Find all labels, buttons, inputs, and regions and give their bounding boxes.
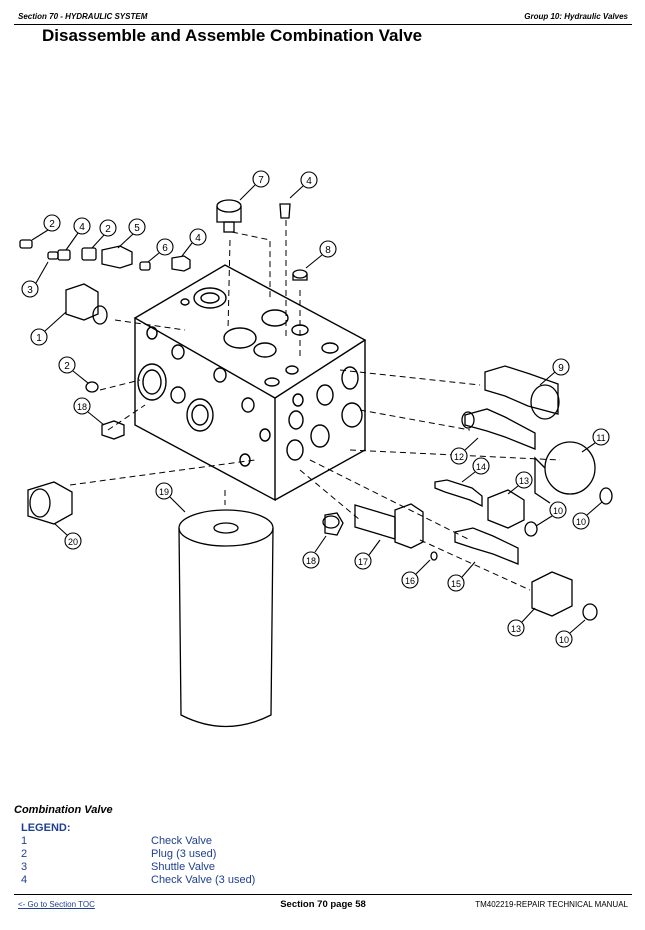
callout-2b: 2 (91, 219, 117, 249)
callout-15: 15 (447, 561, 476, 592)
callout-10b: 10 (572, 501, 603, 530)
callout-4b-label: 4 (79, 222, 85, 233)
callout-3: 3 (21, 261, 49, 298)
callout-1: 1 (30, 311, 67, 346)
legend-item: 4 Check Valve (3 used) (21, 874, 361, 887)
callout-10b-label: 10 (576, 517, 586, 527)
callout-1-label: 1 (36, 333, 42, 344)
section-toc-link[interactable]: <- Go to Section TOC (18, 900, 95, 909)
exploded-valve-diagram: 7 4 2 4 2 5 6 4 8 3 1 2 18 9 12 11 14 13… (19, 170, 613, 728)
callout-2a-label: 2 (49, 219, 55, 230)
callout-4c: 4 (181, 228, 207, 257)
callout-17-label: 17 (358, 557, 368, 567)
manifold-block (133, 264, 367, 502)
callout-10a-label: 10 (553, 506, 563, 516)
page-header: Section 70 - HYDRAULIC SYSTEM Group 10: … (14, 4, 632, 25)
callout-5-label: 5 (134, 223, 140, 234)
callout-markers: 7 4 2 4 2 5 6 4 8 3 1 2 18 9 12 11 14 13… (21, 170, 610, 648)
legend-item: 2 Plug (3 used) (21, 848, 361, 861)
figure-caption: Combination Valve (14, 804, 113, 816)
page-footer: <- Go to Section TOC Section 70 page 58 … (14, 894, 632, 915)
legend-item-description: Check Valve (3 used) (151, 874, 256, 886)
callout-4b: 4 (65, 217, 91, 251)
group-label: Group 10: Hydraulic Valves (524, 12, 628, 21)
callout-20: 20 (54, 523, 82, 550)
callout-14-label: 14 (476, 462, 486, 472)
callout-15-label: 15 (451, 579, 461, 589)
callout-9: 9 (539, 358, 570, 386)
legend-list: 1 Check Valve 2 Plug (3 used) 3 Shuttle … (21, 835, 361, 887)
callout-17: 17 (354, 539, 381, 570)
callout-11: 11 (581, 428, 610, 453)
legend-item-description: Check Valve (151, 835, 212, 847)
callout-2c-label: 2 (64, 361, 70, 372)
callout-8: 8 (305, 240, 337, 269)
callout-19-label: 19 (159, 487, 169, 497)
callout-18b-label: 18 (306, 556, 316, 566)
callout-14: 14 (461, 457, 490, 483)
callout-2a: 2 (31, 214, 61, 241)
legend-item-description: Plug (3 used) (151, 848, 217, 860)
callout-7-label: 7 (258, 175, 264, 186)
callout-16: 16 (401, 559, 431, 589)
legend-item-number: 4 (21, 874, 28, 886)
legend-item-number: 3 (21, 861, 28, 873)
callout-9-label: 9 (558, 363, 564, 374)
callout-8-label: 8 (325, 245, 331, 256)
callout-4a: 4 (289, 171, 318, 199)
filter-element (178, 509, 274, 728)
section-label: Section 70 - HYDRAULIC SYSTEM (18, 12, 148, 21)
legend-item: 1 Check Valve (21, 835, 361, 848)
page-number: Section 70 page 58 (280, 899, 366, 910)
callout-5: 5 (117, 218, 146, 249)
callout-12: 12 (450, 437, 479, 465)
callout-10c-label: 10 (559, 635, 569, 645)
top-small-parts (216, 199, 308, 281)
manual-id: TM402219-REPAIR TECHNICAL MANUAL (475, 900, 628, 909)
callout-13b: 13 (507, 607, 536, 637)
page-title: Disassemble and Assemble Combination Val… (42, 26, 423, 45)
callout-13a: 13 (507, 471, 533, 495)
callout-18b: 18 (302, 535, 327, 569)
callout-6-label: 6 (162, 243, 168, 254)
legend-item-number: 2 (21, 848, 28, 860)
legend-item-number: 1 (21, 835, 28, 847)
callout-2c: 2 (58, 356, 89, 384)
callout-4c-label: 4 (195, 233, 201, 244)
callout-18a: 18 (73, 397, 105, 426)
callout-7: 7 (239, 170, 270, 201)
callout-4a-label: 4 (306, 176, 312, 187)
callout-13b-label: 13 (511, 624, 521, 634)
callout-20-label: 20 (68, 537, 78, 547)
callout-13a-label: 13 (519, 476, 529, 486)
callout-10a: 10 (535, 501, 567, 527)
legend-item: 3 Shuttle Valve (21, 861, 361, 874)
right-side-parts (322, 365, 613, 621)
callout-16-label: 16 (405, 576, 415, 586)
left-small-parts (19, 239, 191, 525)
legend-title: LEGEND: (21, 822, 71, 834)
callout-3-label: 3 (27, 285, 33, 296)
callout-18a-label: 18 (77, 402, 87, 412)
callout-12-label: 12 (454, 452, 464, 462)
callout-19: 19 (155, 482, 186, 513)
callout-11-label: 11 (596, 433, 605, 443)
callout-6: 6 (147, 238, 174, 263)
callout-2b-label: 2 (105, 224, 111, 235)
callout-10c: 10 (555, 619, 586, 648)
legend-item-description: Shuttle Valve (151, 861, 216, 873)
